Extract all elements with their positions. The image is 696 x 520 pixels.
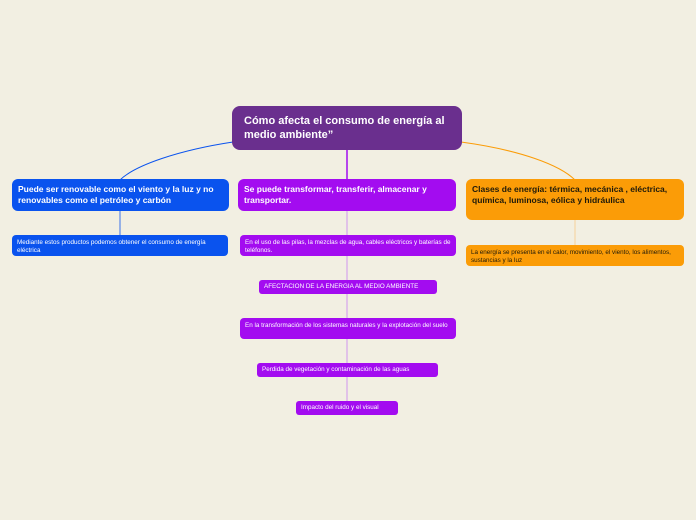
- subtopic-natural-systems[interactable]: En la transformación de los sistemas nat…: [240, 318, 456, 339]
- subtopic-batteries[interactable]: En el uso de las pilas, la mezclas de ag…: [240, 235, 456, 256]
- connector-root-left: [119, 141, 234, 181]
- subtopic-noise-impact[interactable]: Impacto del ruido y el visual: [296, 401, 398, 415]
- branch-energy-types[interactable]: Clases de energía: térmica, mecánica , e…: [466, 179, 684, 220]
- subtopic-environmental-impact[interactable]: AFECTACION DE LA ENERGIA AL MEDIO AMBIEN…: [259, 280, 437, 294]
- subtopic-electric-consumption[interactable]: Mediante estos productos podemos obtener…: [12, 235, 228, 256]
- subtopic-vegetation-loss[interactable]: Perdida de vegetación y contaminación de…: [257, 363, 438, 377]
- branch-renewable[interactable]: Puede ser renovable como el viento y la …: [12, 179, 229, 211]
- subtopic-energy-forms[interactable]: La energía se presenta en el calor, movi…: [466, 245, 684, 266]
- connector-root-right: [460, 141, 576, 181]
- branch-transform[interactable]: Se puede transformar, transferir, almace…: [238, 179, 456, 211]
- root-topic[interactable]: Cómo afecta el consumo de energía al med…: [232, 106, 462, 150]
